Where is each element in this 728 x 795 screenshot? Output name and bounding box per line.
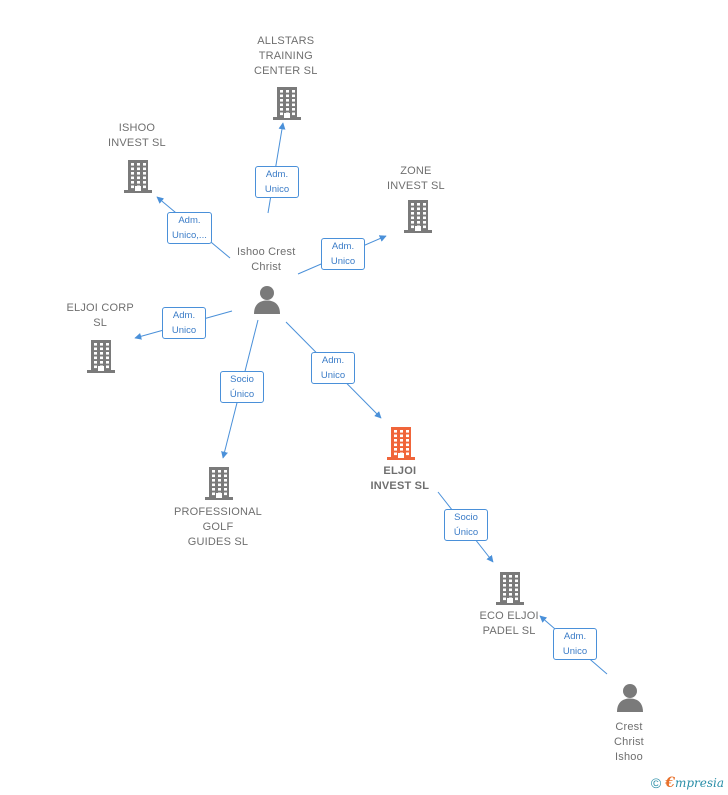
node-label-eljoi-corp[interactable]: ELJOI CORP SL xyxy=(66,302,134,329)
building-icon[interactable] xyxy=(385,425,417,461)
edge-role-label[interactable]: Socio Único xyxy=(220,371,264,403)
copyright-icon: © xyxy=(650,775,662,791)
node-label-ishoo-crest[interactable]: Ishoo Crest Christ xyxy=(237,246,296,273)
edge-role-label[interactable]: Adm. Unico xyxy=(255,166,299,198)
node-label-allstars[interactable]: ALLSTARS TRAINING CENTER SL xyxy=(254,34,318,77)
building-icon[interactable] xyxy=(494,570,526,606)
node-label-zone-invest[interactable]: ZONE INVEST SL xyxy=(387,165,445,192)
edge-role-label[interactable]: Adm. Unico xyxy=(162,307,206,339)
building-icon[interactable] xyxy=(402,198,434,234)
edge-role-label[interactable]: Adm. Unico,... xyxy=(167,212,212,244)
building-icon[interactable] xyxy=(122,158,154,194)
brand-logo: €mpresia xyxy=(665,775,724,791)
edge-role-label[interactable]: Adm. Unico xyxy=(321,238,365,270)
footer-brand: © €mpresia xyxy=(651,775,724,791)
node-label-professional-golf[interactable]: PROFESSIONAL GOLF GUIDES SL xyxy=(174,505,262,548)
edge-role-label[interactable]: Socio Único xyxy=(444,509,488,541)
person-icon[interactable] xyxy=(614,682,646,714)
person-icon[interactable] xyxy=(251,284,283,316)
node-label-ishoo-invest[interactable]: ISHOO INVEST SL xyxy=(108,122,166,149)
building-icon[interactable] xyxy=(85,338,117,374)
building-icon[interactable] xyxy=(203,465,235,501)
node-label-eljoi-invest[interactable]: ELJOI INVEST SL xyxy=(370,465,430,492)
node-label-eco-eljoi[interactable]: ECO ELJOI PADEL SL xyxy=(479,610,539,637)
building-icon[interactable] xyxy=(271,85,303,121)
edge-role-label[interactable]: Adm. Unico xyxy=(553,628,597,660)
node-label-crest-christ[interactable]: Crest Christ Ishoo xyxy=(614,720,644,763)
edge-role-label[interactable]: Adm. Unico xyxy=(311,352,355,384)
